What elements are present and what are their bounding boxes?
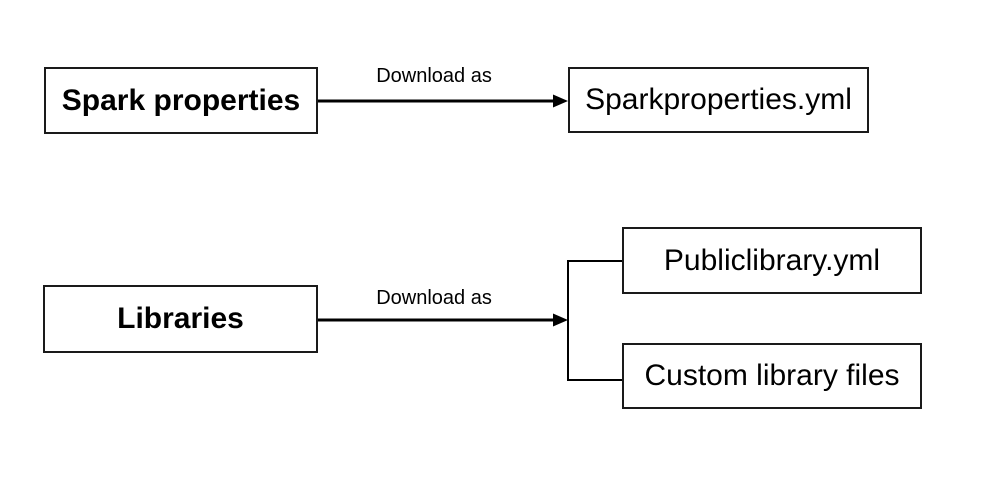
node-label: Custom library files	[644, 359, 900, 392]
node-label: Publiclibrary.yml	[663, 243, 881, 277]
node-label: Spark properties	[61, 83, 301, 117]
branch-connector	[567, 260, 622, 381]
node-custom-library-files: Custom library files	[622, 343, 922, 409]
edge-label-download-as-1: Download as	[376, 65, 492, 87]
arrowhead-icon-download-as-2	[553, 313, 568, 327]
node-label: Sparkproperties.yml	[585, 83, 852, 116]
arrowhead-icon-download-as-1	[553, 94, 568, 108]
node-sparkproperties-yml: Sparkproperties.yml	[568, 67, 869, 133]
node-libraries: Libraries	[43, 285, 318, 353]
node-spark-properties: Spark properties	[44, 67, 318, 134]
edge-label-download-as-2: Download as	[376, 287, 492, 309]
node-publiclibrary-yml: Publiclibrary.yml	[622, 227, 922, 294]
node-label: Libraries	[117, 302, 244, 335]
